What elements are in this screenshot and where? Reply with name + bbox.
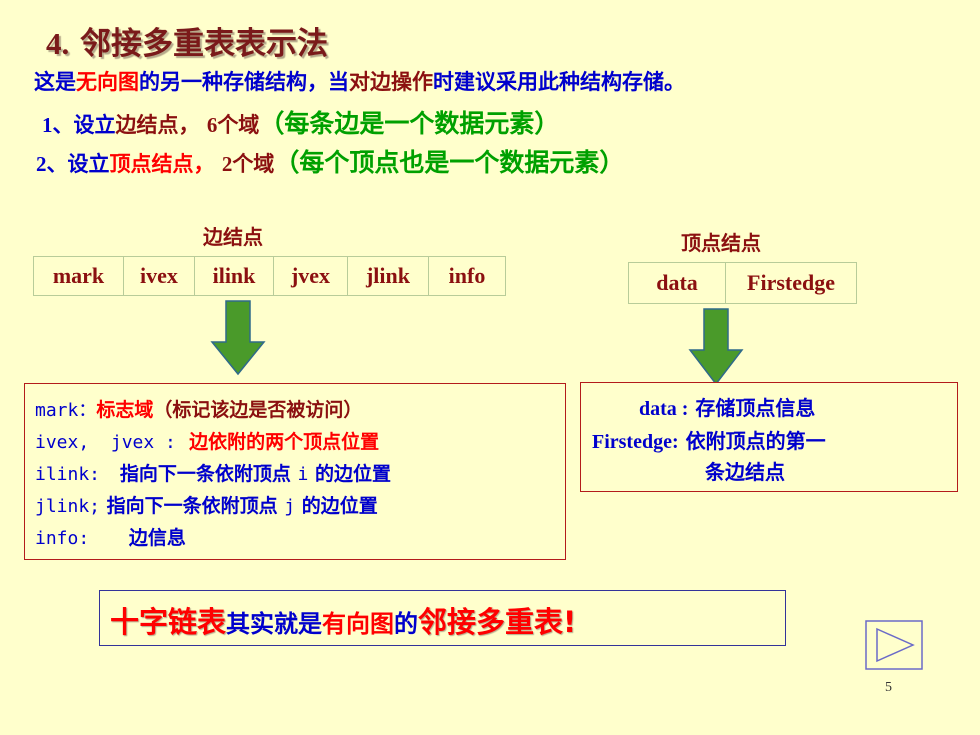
item1-count-unit: 个域 xyxy=(217,113,260,137)
vertex-node-label: 顶点结点 xyxy=(681,231,761,255)
intro-line: 这是无向图的另一种存储结构，当对边操作时建议采用此种结构存储。 xyxy=(34,66,685,96)
intro-text-1: 这是 xyxy=(34,70,76,94)
item2-comma: ， xyxy=(193,152,215,176)
desc-data-key: data : xyxy=(639,398,689,420)
item-edge-node: 1、设立边结点， 6个域（每条边是一个数据元素） xyxy=(42,104,559,140)
desc-mark: mark：标志域（标记该边是否被访问） xyxy=(35,395,362,422)
page-title: 4. 邻接多重表表示法 xyxy=(46,18,328,63)
desc-jlink: jlink; 指向下一条依附顶点 j 的边位置 xyxy=(35,491,378,518)
item1-count-number: 6 xyxy=(206,113,218,137)
vertex-field-data: data xyxy=(628,262,726,304)
desc-info-value: 边信息 xyxy=(128,527,186,549)
title-text: 邻接多重表表示法 xyxy=(80,26,329,62)
desc-ilink-key: ilink: xyxy=(35,464,101,485)
summary-text-2: 其实就是 xyxy=(226,610,323,638)
edge-fields-description: mark：标志域（标记该边是否被访问） ivex, jvex : 边依附的两个顶… xyxy=(24,383,566,560)
desc-firstedge-value: 依附顶点的第一 xyxy=(685,429,826,453)
desc-firstedge-key: Firstedge: xyxy=(592,431,679,453)
desc-info: info: 边信息 xyxy=(35,523,186,550)
edge-node-label: 边结点 xyxy=(203,225,263,249)
desc-vex-value: 边依附的两个顶点位置 xyxy=(189,431,380,453)
desc-mark-value: 标志域 xyxy=(96,399,154,421)
intro-text-2: 的另一种存储结构，当 xyxy=(139,70,349,94)
vertex-field-firstedge: Firstedge xyxy=(725,262,857,304)
desc-ilink-value: 指向下一条依附顶点 xyxy=(119,463,291,485)
desc-info-key: info: xyxy=(35,528,90,549)
item1-name: 边结点 xyxy=(115,113,179,137)
edge-field-ilink: ilink xyxy=(194,256,274,296)
next-slide-button[interactable] xyxy=(865,620,923,670)
item2-note: （每个顶点也是一个数据元素） xyxy=(274,148,625,177)
summary-orthogonal-list: 十字链表 xyxy=(110,605,227,639)
intro-undirected-graph: 无向图 xyxy=(76,70,139,94)
edge-field-jvex: jvex xyxy=(273,256,348,296)
item2-count-unit: 个域 xyxy=(232,152,275,176)
desc-firstedge-cont: 条边结点 xyxy=(705,460,785,484)
page-number: 5 xyxy=(885,680,892,695)
desc-mark-note: （标记该边是否被访问） xyxy=(153,399,363,421)
desc-data-value: 存储顶点信息 xyxy=(695,396,816,420)
edge-field-ivex: ivex xyxy=(123,256,195,296)
item2-number: 2 xyxy=(36,152,47,176)
vertex-fields-description: data : 存储顶点信息 Firstedge: 依附顶点的第一 条边结点 xyxy=(580,382,958,492)
item2-name: 顶点结点 xyxy=(109,152,194,176)
summary-box: 十字链表其实就是有向图的邻接多重表! xyxy=(99,590,786,646)
desc-data: data : 存储顶点信息 xyxy=(639,392,815,421)
desc-ilink-var: i xyxy=(297,464,309,485)
desc-jlink-key: jlink; xyxy=(35,496,101,517)
vertex-node-table: data Firstedge xyxy=(628,262,857,304)
play-icon xyxy=(876,627,915,663)
item1-sep: 、设立 xyxy=(52,113,116,137)
desc-firstedge: Firstedge: 依附顶点的第一 xyxy=(592,425,826,454)
item1-number: 1 xyxy=(42,113,53,137)
summary-text: 十字链表其实就是有向图的邻接多重表! xyxy=(110,599,576,641)
desc-vex: ivex, jvex : 边依附的两个顶点位置 xyxy=(35,427,379,454)
intro-edge-operation: 对边操作 xyxy=(349,70,433,94)
down-arrow-icon xyxy=(688,308,744,386)
desc-ilink-value-2: 的边位置 xyxy=(315,463,392,485)
item1-comma: ， xyxy=(178,113,200,137)
down-arrow-icon xyxy=(210,300,266,376)
desc-vex-key: ivex, jvex : xyxy=(35,432,176,453)
summary-text-4: 的 xyxy=(394,610,419,638)
item2-count-number: 2 xyxy=(221,152,233,176)
desc-jlink-var: j xyxy=(284,496,296,517)
summary-adjacency-multilist: 邻接多重表! xyxy=(418,605,577,639)
edge-node-table: mark ivex ilink jvex jlink info xyxy=(33,256,506,296)
desc-jlink-value: 指向下一条依附顶点 xyxy=(106,495,278,517)
edge-field-info: info xyxy=(428,256,506,296)
edge-field-jlink: jlink xyxy=(347,256,429,296)
edge-field-mark: mark xyxy=(33,256,124,296)
item-vertex-node: 2、设立顶点结点， 2个域（每个顶点也是一个数据元素） xyxy=(36,143,624,179)
desc-ilink: ilink: 指向下一条依附顶点 i 的边位置 xyxy=(35,459,391,486)
title-number: 4. xyxy=(46,26,70,61)
item1-note: （每条边是一个数据元素） xyxy=(259,109,560,138)
desc-mark-key: mark： xyxy=(35,400,97,421)
intro-text-3: 时建议采用此种结构存储。 xyxy=(433,70,685,94)
item2-sep: 、设立 xyxy=(46,152,110,176)
desc-jlink-value-2: 的边位置 xyxy=(301,495,378,517)
summary-directed-graph: 有向图 xyxy=(322,610,395,638)
